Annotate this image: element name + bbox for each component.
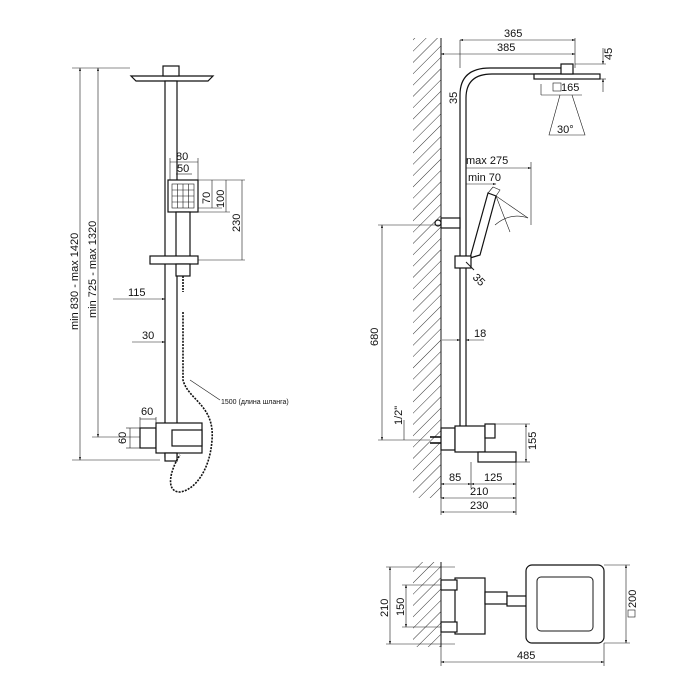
front-dim-60-top: 60 [141,406,153,418]
side-spray-cone [548,94,586,136]
side-hand-face [487,186,501,197]
side-square-symbol-165 [552,82,562,92]
side-bracket-knob [434,219,442,227]
side-hand-spray [495,195,529,233]
front-hand-handle [175,211,191,261]
top-dim-485: 485 [517,650,535,662]
front-dim-230: 230 [231,214,243,232]
front-hose-note: 1500 (длина шланга) [221,399,289,406]
top-eccentric-bottom [440,621,458,633]
side-dim-max275: max 275 [466,155,508,167]
side-dim-125: 125 [484,472,502,484]
top-view: 210 150 200 485 [379,562,639,666]
front-mixer-lever [171,429,203,447]
side-mixer-body [454,425,486,453]
side-wall-hatch [413,38,441,498]
side-dim-85: 85 [449,472,461,484]
side-dim-230: 230 [470,500,488,512]
front-column [164,80,178,458]
front-dim-115: 115 [128,287,146,299]
side-dim-365: 365 [504,28,522,40]
side-head [533,73,601,80]
front-nozzle-grid [171,183,195,209]
front-head [129,75,215,82]
top-eccentric-top [440,579,458,591]
side-dim-35-top: 35 [448,92,460,104]
side-dim-45: 45 [603,48,615,60]
side-column-inner [465,73,568,426]
side-dim-half: 1/2" [393,406,405,425]
front-mixer-plate [139,427,157,449]
side-dim-min70: min 70 [468,172,501,184]
top-head-outer [525,564,605,644]
side-dim-30deg: 30° [557,124,574,136]
top-handle [484,591,508,605]
side-dim-680: 680 [369,328,381,346]
front-holder-neck [175,263,191,277]
front-holder [149,255,199,265]
side-dim-210: 210 [470,486,488,498]
side-mixer-knob [484,423,496,439]
top-wall-hatch [413,562,441,647]
top-square-symbol-200 [627,609,636,618]
top-dim-200: 200 [627,590,639,608]
side-holder [454,255,472,269]
front-dim-60-side: 60 [117,432,129,444]
front-dim-830: min 830 - max 1420 [69,233,81,330]
front-view: min 830 - max 1420 min 725 - max 1320 11… [69,65,289,493]
front-hose [169,312,213,493]
top-head-inner [536,576,594,632]
top-dim-210: 210 [379,599,391,617]
side-dim-385: 385 [497,42,515,54]
front-head-mount [162,65,180,77]
side-spout [477,451,517,463]
front-dim-725: min 725 - max 1320 [87,221,99,318]
front-dim-50: 50 [177,163,189,175]
top-mixer-body [454,577,486,635]
side-dim-155: 155 [527,432,539,450]
front-dim-100: 100 [215,190,227,208]
side-head-mount [560,63,574,75]
top-dim-150: 150 [395,598,407,616]
side-hand-spray-curve [494,215,529,226]
side-view: 365 385 45 35 165 30° max 275 min 70 35 … [369,28,615,515]
front-dim-30: 30 [142,330,154,342]
side-dim-18: 18 [474,328,486,340]
side-bracket [440,217,461,229]
front-dim-80: 80 [176,151,188,163]
front-spout [164,452,178,462]
side-dim-165: 165 [561,82,579,94]
side-mixer-plate [440,427,456,451]
front-dim-70: 70 [201,192,213,204]
